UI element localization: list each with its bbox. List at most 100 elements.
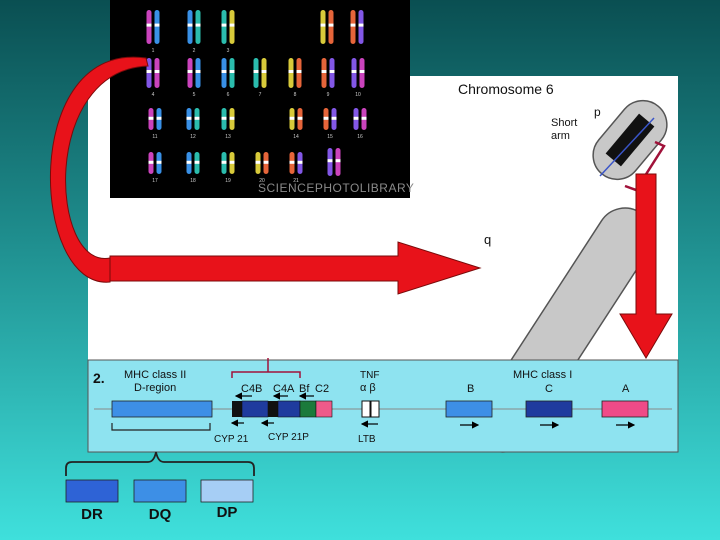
karyotype-chromatid <box>221 10 227 44</box>
karyotype-band <box>323 116 329 120</box>
gene-c-label: C <box>545 383 553 395</box>
mhc-gene-map: 2. MHC class II D-region C4B C4A Bf C2 C… <box>87 358 679 453</box>
karyotype-band <box>221 23 227 27</box>
karyotype-band <box>289 116 295 120</box>
karyotype-band <box>351 70 357 73</box>
karyotype-band <box>229 23 235 27</box>
vertical-red-arrow <box>619 173 673 359</box>
karyotype-band <box>255 160 261 164</box>
curved-red-arrow <box>49 56 149 283</box>
chromosome-title: Chromosome 6 <box>458 81 554 97</box>
karyotype-band <box>229 116 235 120</box>
karyotype-chromatid <box>358 10 364 44</box>
gene-c4b: C4B <box>241 383 262 395</box>
karyotype-band <box>187 23 193 27</box>
karyotype-number: 7 <box>259 92 262 98</box>
gene-b-label: B <box>467 383 474 395</box>
class2-sub-label: D-region <box>134 382 176 394</box>
gene-a-block <box>601 400 649 418</box>
gene-c-block <box>525 400 573 418</box>
karyotype-number: 4 <box>152 92 155 98</box>
panel-number: 2. <box>93 370 105 386</box>
karyotype-chromatid <box>229 10 235 44</box>
dr-label: DR <box>81 506 103 523</box>
karyotype-band <box>194 116 200 120</box>
gene-c4a: C4A <box>273 383 295 395</box>
watermark: SCIENCEPHOTOLIBRARY <box>258 181 414 195</box>
karyotype-number: 12 <box>190 134 196 140</box>
tnf-beta-block <box>370 400 380 418</box>
karyotype-band <box>186 116 192 120</box>
karyotype-band <box>148 116 154 120</box>
karyotype-number: 15 <box>327 134 333 140</box>
class2-bracket <box>111 423 211 431</box>
karyotype-band <box>327 159 333 163</box>
karyotype-band <box>335 159 341 163</box>
karyotype-number: 11 <box>152 134 157 140</box>
karyotype-band <box>186 160 192 164</box>
karyotype-chromatid <box>328 10 334 44</box>
gene-c2: C2 <box>315 383 329 395</box>
karyotype-band <box>146 23 152 27</box>
karyotype-band <box>350 23 356 27</box>
class3-bracket <box>231 371 301 378</box>
karyotype-number: 3 <box>227 48 230 54</box>
karyotype-chromatid <box>195 10 201 44</box>
karyotype-band <box>229 70 235 73</box>
dp-swatch <box>200 479 254 503</box>
karyotype-number: 20 <box>259 178 265 184</box>
karyotype-number: 21 <box>293 178 299 184</box>
p-label: p <box>594 105 601 119</box>
karyotype-number: 8 <box>294 92 297 98</box>
karyotype-band <box>148 160 154 164</box>
c4a-block <box>277 400 301 418</box>
karyotype-band <box>263 160 269 164</box>
dq-swatch <box>133 479 187 503</box>
karyotype-band <box>195 23 201 27</box>
cyp21p-label: CYP 21P <box>268 432 309 443</box>
karyotype-band <box>156 116 162 120</box>
tnf-label: TNF <box>360 370 379 381</box>
c4b-block <box>241 400 269 418</box>
karyotype-band <box>261 70 267 73</box>
karyotype-band <box>329 70 335 73</box>
class2-region <box>111 400 213 418</box>
gene-b-block <box>445 400 493 418</box>
karyotype-band <box>221 116 227 120</box>
class1-label: MHC class I <box>513 369 572 381</box>
dq-label: DQ <box>148 506 172 523</box>
karyotype-band <box>359 70 365 73</box>
dp-label: DP <box>216 504 238 521</box>
karyotype-number: 10 <box>355 92 361 98</box>
karyotype-band <box>358 23 364 27</box>
karyotype-number: 6 <box>227 92 230 98</box>
karyotype-number: 17 <box>152 178 158 184</box>
karyotype-band <box>154 70 160 73</box>
cyp21-label: CYP 21 <box>214 434 249 445</box>
subregion-brace <box>65 451 255 476</box>
karyotype-number: 13 <box>225 134 231 140</box>
gene-a-label: A <box>622 383 630 395</box>
karyotype-band <box>328 23 334 27</box>
karyotype-band <box>320 23 326 27</box>
karyotype-band <box>154 23 160 27</box>
karyotype-number: 19 <box>225 178 231 184</box>
short-arm-line <box>599 117 655 177</box>
c2-block <box>315 400 333 418</box>
karyotype-number: 14 <box>293 134 299 140</box>
karyotype-band <box>321 70 327 73</box>
karyotype-band <box>146 70 152 73</box>
karyotype-chromatid <box>320 10 326 44</box>
karyotype-band <box>221 70 227 73</box>
karyotype-band <box>353 116 359 120</box>
karyotype-number: 1 <box>152 48 155 54</box>
karyotype-band <box>288 70 294 73</box>
gene-bf: Bf <box>299 383 310 395</box>
cyp21p-block <box>268 401 278 417</box>
karyotype-band <box>297 116 303 120</box>
karyotype-band <box>229 160 235 164</box>
karyotype-band <box>195 70 201 73</box>
